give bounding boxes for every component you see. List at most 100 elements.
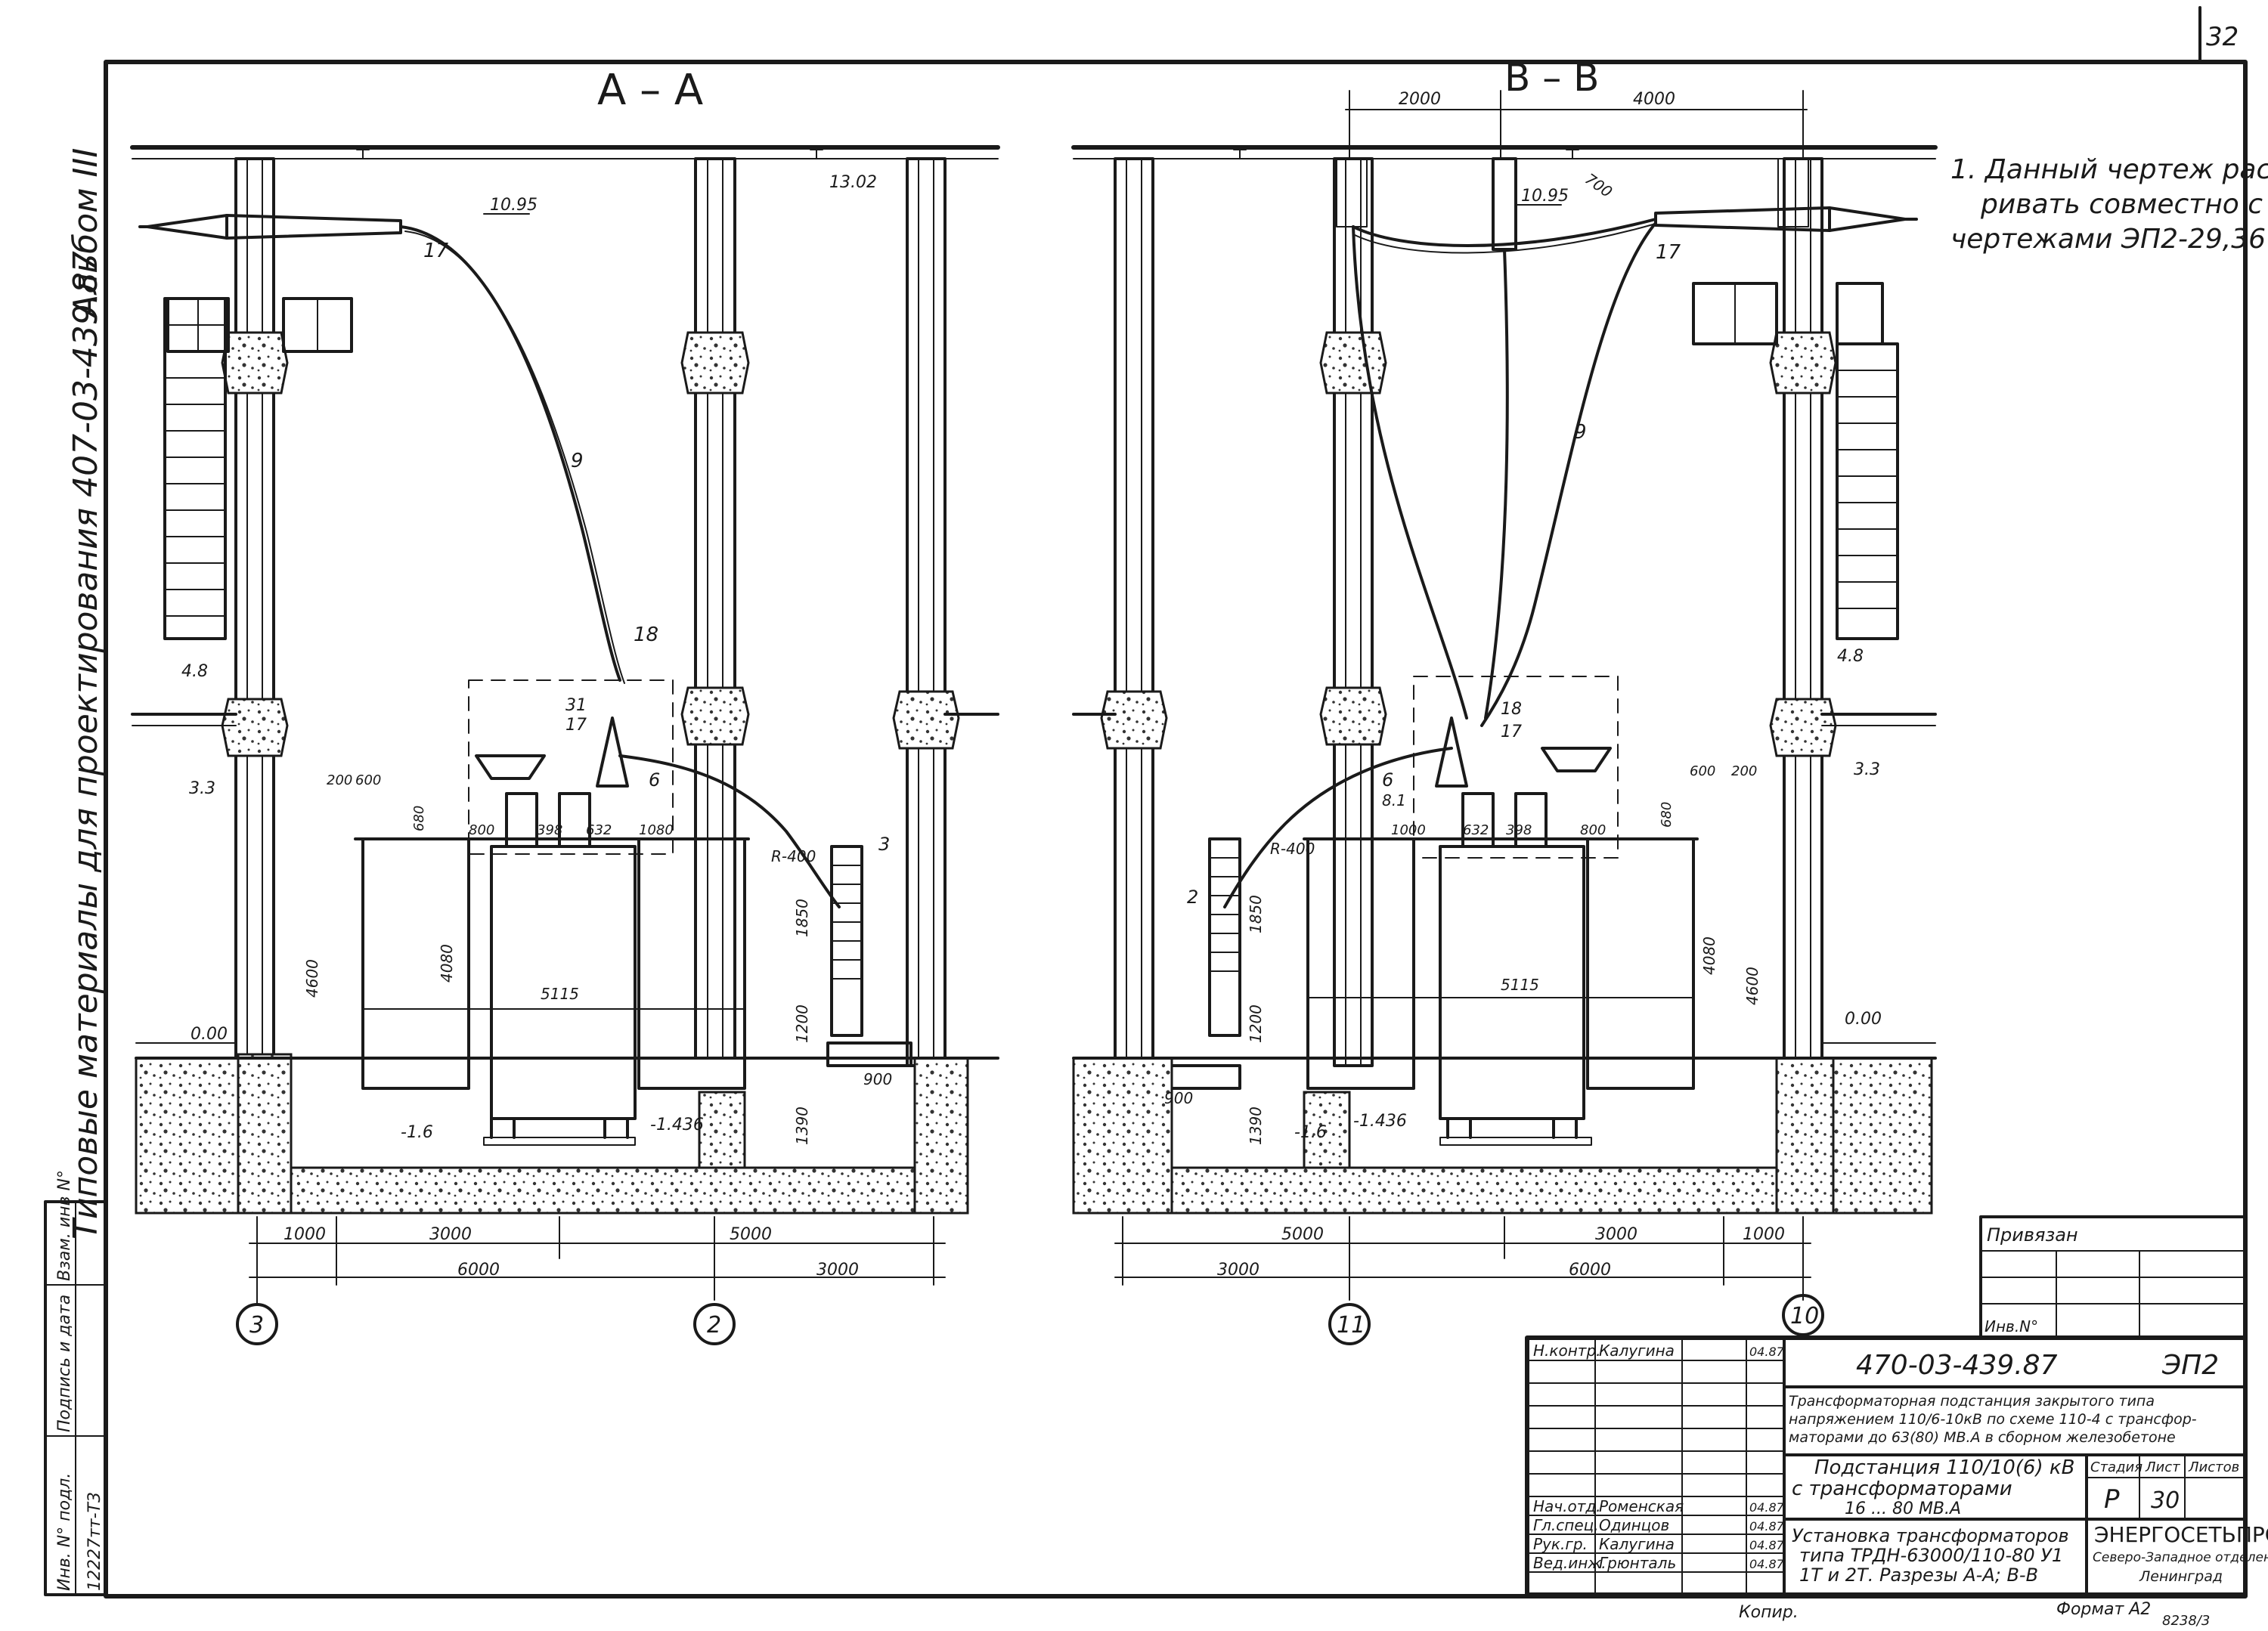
privyazan-label: Привязан (1987, 1224, 2078, 1246)
axis-bubble-2 (693, 1303, 736, 1345)
right-bottom-1000: 1000 (1743, 1225, 1785, 1244)
left-elev-0-00: 0.00 (191, 1025, 228, 1044)
sheets-header: Листов (2188, 1459, 2239, 1475)
left-elev-minus-1-6: -1.6 (401, 1123, 433, 1142)
left-r400: R-400 (771, 847, 816, 865)
left-label-9: 9 (571, 450, 584, 472)
left-label-6: 6 (649, 769, 660, 791)
left-dim-200: 200 (327, 772, 352, 788)
footer-ref: 8238/3 (2162, 1613, 2210, 1628)
right-bottom-5000: 5000 (1281, 1225, 1324, 1244)
right-dim-680: 680 (1659, 802, 1675, 828)
right-dim-632: 632 (1463, 822, 1489, 838)
right-dim-top-2000: 2000 (1399, 90, 1441, 109)
desc-line-3: маторами до 63(80) МВ.А в сборном железо… (1789, 1429, 2176, 1446)
date-0: 04.87 (1749, 1345, 1785, 1359)
sheet-value: 30 (2151, 1487, 2180, 1514)
right-elev-minus-1-436: -1.436 (1353, 1112, 1407, 1131)
left-label-18: 18 (634, 624, 658, 646)
right-label-18: 18 (1501, 700, 1522, 719)
role-1: Нач.отд. (1533, 1497, 1601, 1515)
axis-bubble-10 (1782, 1294, 1824, 1336)
drawing-line-3: 1Т и 2Т. Разрезы А-А; В-В (1799, 1564, 2038, 1586)
left-dim-1080: 1080 (639, 822, 674, 838)
right-dim-398: 398 (1506, 822, 1532, 838)
left-dim-1850: 1850 (793, 899, 811, 937)
sheet-frame (104, 6, 2248, 1599)
note-line-1: 1. Данный чертеж рассмат- (1950, 154, 2268, 185)
left-label-31: 31 (565, 696, 587, 715)
right-bottom-6000: 6000 (1569, 1261, 1611, 1280)
series-label: Типовые материалы для проектирования 407… (67, 251, 105, 1239)
right-dim-600: 600 (1690, 763, 1715, 779)
role-2: Гл.спец. (1533, 1516, 1599, 1534)
left-dim-900: 900 (863, 1070, 892, 1088)
role-0: Н.контр. (1533, 1342, 1601, 1360)
footer-copied: Копир. (1739, 1603, 1799, 1622)
stage-value: Р (2104, 1484, 2120, 1515)
name-2: Одинцов (1599, 1516, 1669, 1534)
left-bottom-6000: 6000 (457, 1261, 500, 1280)
doc-code: 470-03-439.87 (1856, 1350, 2058, 1381)
right-dim-900: 900 (1164, 1089, 1193, 1107)
axis-label-2: 2 (707, 1312, 721, 1339)
left-dim-680: 680 (411, 806, 427, 831)
left-strip (44, 1200, 107, 1596)
right-label-17: 17 (1656, 241, 1681, 264)
right-dim-1390: 1390 (1247, 1106, 1265, 1145)
note-line-2: ривать совместно с (1980, 189, 2263, 220)
section-title-right: В – В (1504, 56, 1599, 100)
org-city: Ленинград (2139, 1568, 2223, 1585)
stage-header: Стадия (2090, 1459, 2143, 1475)
left-dim-398: 398 (537, 822, 562, 838)
left-dim-1390: 1390 (793, 1106, 811, 1145)
left-dim-1200: 1200 (793, 1004, 811, 1043)
right-elev-10-95: 10.95 (1521, 187, 1569, 206)
right-label-6: 6 (1382, 769, 1393, 791)
right-bottom-3000: 3000 (1595, 1225, 1637, 1244)
left-elev-minus-1-436: -1.436 (650, 1116, 704, 1134)
axis-label-11: 11 (1337, 1312, 1365, 1339)
org-name: ЭНЕРГОСЕТЬПРОЕКТ (2094, 1522, 2268, 1547)
left-dim-600: 600 (355, 772, 381, 788)
right-label-9: 9 (1574, 421, 1587, 444)
left-elev-10-95: 10.95 (490, 196, 538, 215)
name-3: Калугина (1599, 1535, 1675, 1553)
strip-inv: Инв. N° подл. (55, 1473, 74, 1591)
name-4: Грюнталь (1599, 1554, 1676, 1572)
title-line-3: 16 ... 80 МВ.А (1845, 1499, 1961, 1518)
strip-inv-value: 12227тт-Т3 (85, 1492, 104, 1591)
title-line-1: Подстанция 110/10(6) кВ (1814, 1456, 2074, 1479)
right-r400: R-400 (1270, 840, 1315, 858)
strip-sign: Подпись и дата (55, 1295, 74, 1432)
right-dim-1200: 1200 (1247, 1004, 1265, 1043)
name-0: Калугина (1599, 1342, 1675, 1360)
left-elev-3-3: 3.3 (189, 779, 215, 798)
right-elev-3-3: 3.3 (1854, 760, 1880, 779)
right-dim-4080: 4080 (1700, 936, 1718, 975)
right-bottom-3000b: 3000 (1217, 1261, 1259, 1280)
sheet-number: 32 (2206, 22, 2239, 52)
left-elev-13-02: 13.02 (829, 173, 877, 192)
left-label-17b: 17 (565, 716, 587, 735)
left-bottom-dims (249, 1216, 946, 1304)
album-label: Альбом III (67, 148, 105, 320)
date-2: 04.87 (1749, 1519, 1785, 1534)
left-bottom-1000: 1000 (284, 1225, 326, 1244)
inv-no-label: Инв.N° (1984, 1317, 2038, 1335)
sheet-header: Лист (2145, 1459, 2180, 1475)
footer-format: Формат А2 (2056, 1600, 2151, 1619)
left-dim-632: 632 (586, 822, 612, 838)
right-dim-700: 700 (1582, 169, 1616, 201)
left-bottom-3000b: 3000 (816, 1261, 859, 1280)
org-branch: Северо-Западное отделение (2093, 1550, 2268, 1565)
right-dim-1850: 1850 (1247, 895, 1265, 933)
right-label-8-1: 8.1 (1382, 791, 1406, 809)
strip-vzam: Взам. инв N° (55, 1170, 74, 1281)
right-dim-4600: 4600 (1743, 967, 1761, 1005)
left-bottom-5000: 5000 (730, 1225, 772, 1244)
note-line-3: чертежами ЭП2-29,36 (1950, 224, 2266, 255)
right-label-2: 2 (1187, 887, 1198, 908)
left-dim-4080: 4080 (438, 944, 456, 983)
right-dim-5115: 5115 (1501, 976, 1539, 994)
